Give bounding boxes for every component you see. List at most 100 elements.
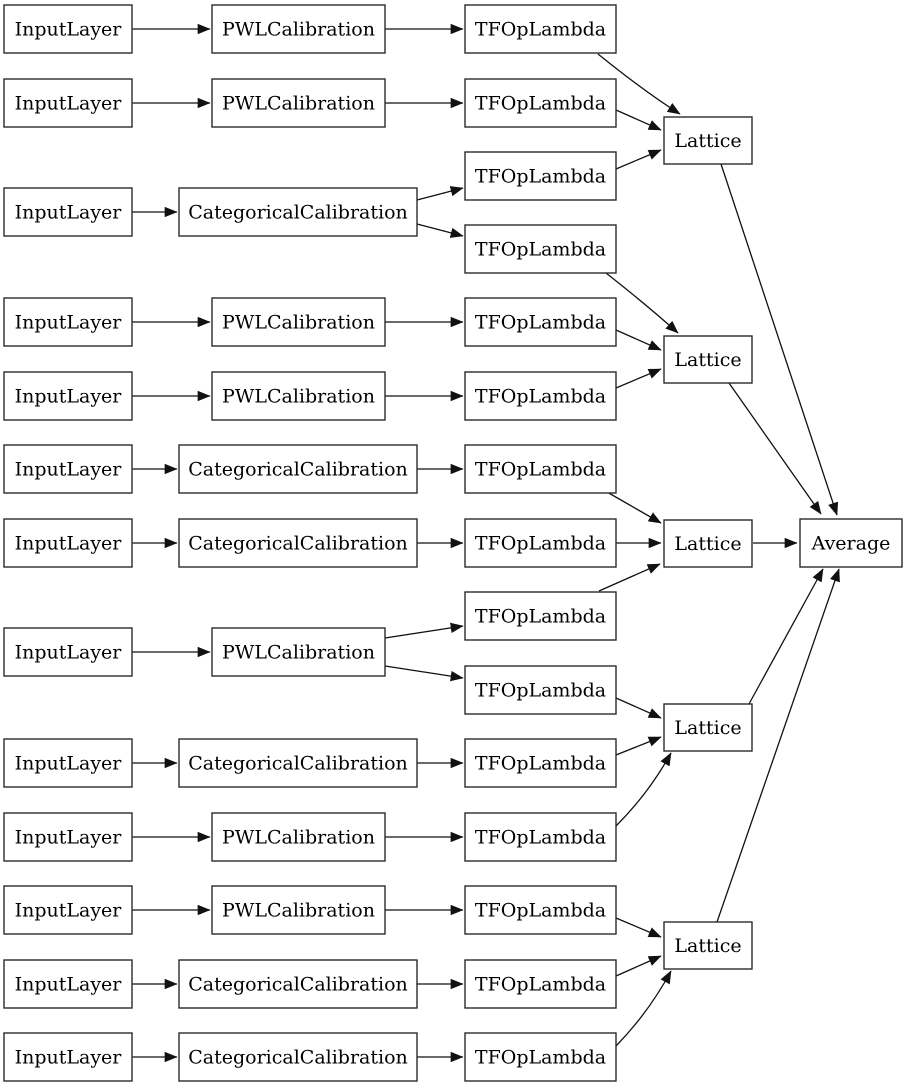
edge-pwl_5-to-tfop_10 bbox=[384, 665, 464, 682]
input_6-label: InputLayer bbox=[15, 459, 123, 481]
node-lattice_1: Lattice bbox=[663, 116, 753, 165]
tfop_12-box bbox=[464, 812, 617, 862]
lattice_4-box bbox=[663, 703, 753, 752]
input_5-label: InputLayer bbox=[15, 386, 123, 408]
lattice_3-label: Lattice bbox=[674, 533, 741, 555]
node-pwl_6: PWLCalibration bbox=[211, 812, 386, 862]
node-cat_5: CategoricalCalibration bbox=[178, 959, 418, 1009]
node-tfop_4: TFOpLambda bbox=[464, 224, 617, 274]
node-tfop_11: TFOpLambda bbox=[464, 738, 617, 788]
node-input_1: InputLayer bbox=[3, 4, 133, 54]
input_1-label: InputLayer bbox=[15, 19, 123, 41]
node-cat_1: CategoricalCalibration bbox=[178, 187, 418, 237]
node-lattice_2: Lattice bbox=[663, 335, 753, 384]
edge-cat_1-to-tfop_3 bbox=[416, 186, 464, 201]
tfop_5-label: TFOpLambda bbox=[475, 312, 606, 334]
input_5-box bbox=[3, 371, 133, 421]
pwl_2-box bbox=[211, 78, 386, 128]
node-tfop_15: TFOpLambda bbox=[464, 1032, 617, 1082]
pwl_1-box bbox=[211, 4, 386, 54]
node-input_5: InputLayer bbox=[3, 371, 133, 421]
lattice_5-label: Lattice bbox=[674, 935, 741, 957]
node-input_11: InputLayer bbox=[3, 885, 133, 935]
node-cat_2: CategoricalCalibration bbox=[178, 444, 418, 494]
pwl_7-box bbox=[211, 885, 386, 935]
input_9-label: InputLayer bbox=[15, 753, 123, 775]
node-cat_6: CategoricalCalibration bbox=[178, 1032, 418, 1082]
node-tfop_10: TFOpLambda bbox=[464, 665, 617, 715]
pwl_4-box bbox=[211, 371, 386, 421]
input_1-box bbox=[3, 4, 133, 54]
input_4-label: InputLayer bbox=[15, 312, 123, 334]
input_6-box bbox=[3, 444, 133, 494]
cat_5-label: CategoricalCalibration bbox=[188, 974, 408, 996]
node-pwl_4: PWLCalibration bbox=[211, 371, 386, 421]
tfop_7-label: TFOpLambda bbox=[475, 459, 606, 481]
node-pwl_2: PWLCalibration bbox=[211, 78, 386, 128]
edge-tfop_12-to-lattice_4 bbox=[615, 752, 672, 827]
tfop_13-box bbox=[464, 885, 617, 935]
edge-tfop_9-to-lattice_3 bbox=[598, 563, 661, 592]
cat_1-label: CategoricalCalibration bbox=[188, 202, 408, 224]
lattice_1-label: Lattice bbox=[674, 130, 741, 152]
tfop_7-box bbox=[464, 444, 617, 494]
node-tfop_13: TFOpLambda bbox=[464, 885, 617, 935]
pwl_2-label: PWLCalibration bbox=[222, 93, 375, 115]
tfop_12-label: TFOpLambda bbox=[475, 827, 606, 849]
input_7-box bbox=[3, 518, 133, 568]
lattice_2-box bbox=[663, 335, 753, 384]
node-tfop_8: TFOpLambda bbox=[464, 518, 617, 568]
tfop_9-box bbox=[464, 591, 617, 641]
input_11-box bbox=[3, 885, 133, 935]
edge-tfop_7-to-lattice_3 bbox=[606, 491, 662, 524]
node-pwl_1: PWLCalibration bbox=[211, 4, 386, 54]
node-tfop_14: TFOpLambda bbox=[464, 959, 617, 1009]
cat_1-box bbox=[178, 187, 418, 237]
edge-tfop_4-to-lattice_2 bbox=[605, 272, 679, 334]
input_2-box bbox=[3, 78, 133, 128]
input_13-box bbox=[3, 1032, 133, 1082]
input_10-label: InputLayer bbox=[15, 827, 123, 849]
tfop_1-label: TFOpLambda bbox=[475, 19, 606, 41]
tfop_4-box bbox=[464, 224, 617, 274]
cat_6-label: CategoricalCalibration bbox=[188, 1047, 408, 1069]
tfop_11-box bbox=[464, 738, 617, 788]
node-input_6: InputLayer bbox=[3, 444, 133, 494]
input_4-box bbox=[3, 297, 133, 347]
node-tfop_12: TFOpLambda bbox=[464, 812, 617, 862]
tfop_1-box bbox=[464, 4, 617, 54]
node-pwl_7: PWLCalibration bbox=[211, 885, 386, 935]
tfop_14-label: TFOpLambda bbox=[475, 974, 606, 996]
cat_5-box bbox=[178, 959, 418, 1009]
cat_2-label: CategoricalCalibration bbox=[188, 459, 408, 481]
lattice_5-box bbox=[663, 921, 753, 970]
tfop_2-box bbox=[464, 78, 617, 128]
edge-tfop_1-to-lattice_1 bbox=[597, 53, 681, 115]
node-average: Average bbox=[799, 518, 903, 568]
edge-lattice_2-to-average bbox=[728, 382, 822, 515]
input_7-label: InputLayer bbox=[15, 533, 123, 555]
tfop_8-label: TFOpLambda bbox=[475, 533, 606, 555]
pwl_6-label: PWLCalibration bbox=[222, 827, 375, 849]
tfop_3-label: TFOpLambda bbox=[475, 166, 606, 188]
node-input_10: InputLayer bbox=[3, 812, 133, 862]
tfop_10-label: TFOpLambda bbox=[475, 680, 606, 702]
input_10-box bbox=[3, 812, 133, 862]
node-input_12: InputLayer bbox=[3, 959, 133, 1009]
input_12-label: InputLayer bbox=[15, 974, 123, 996]
pwl_4-label: PWLCalibration bbox=[222, 386, 375, 408]
edge-pwl_5-to-tfop_9 bbox=[384, 622, 464, 639]
pwl_6-box bbox=[211, 812, 386, 862]
cat_4-label: CategoricalCalibration bbox=[188, 753, 408, 775]
edge-tfop_15-to-lattice_5 bbox=[615, 970, 672, 1047]
node-tfop_6: TFOpLambda bbox=[464, 371, 617, 421]
node-input_9: InputLayer bbox=[3, 738, 133, 788]
edge-tfop_5-to-lattice_2 bbox=[615, 329, 662, 351]
tfop_5-box bbox=[464, 297, 617, 347]
node-input_4: InputLayer bbox=[3, 297, 133, 347]
cat_2-box bbox=[178, 444, 418, 494]
node-pwl_3: PWLCalibration bbox=[211, 297, 386, 347]
edge-cat_1-to-tfop_4 bbox=[416, 223, 464, 238]
pwl_1-label: PWLCalibration bbox=[222, 19, 375, 41]
